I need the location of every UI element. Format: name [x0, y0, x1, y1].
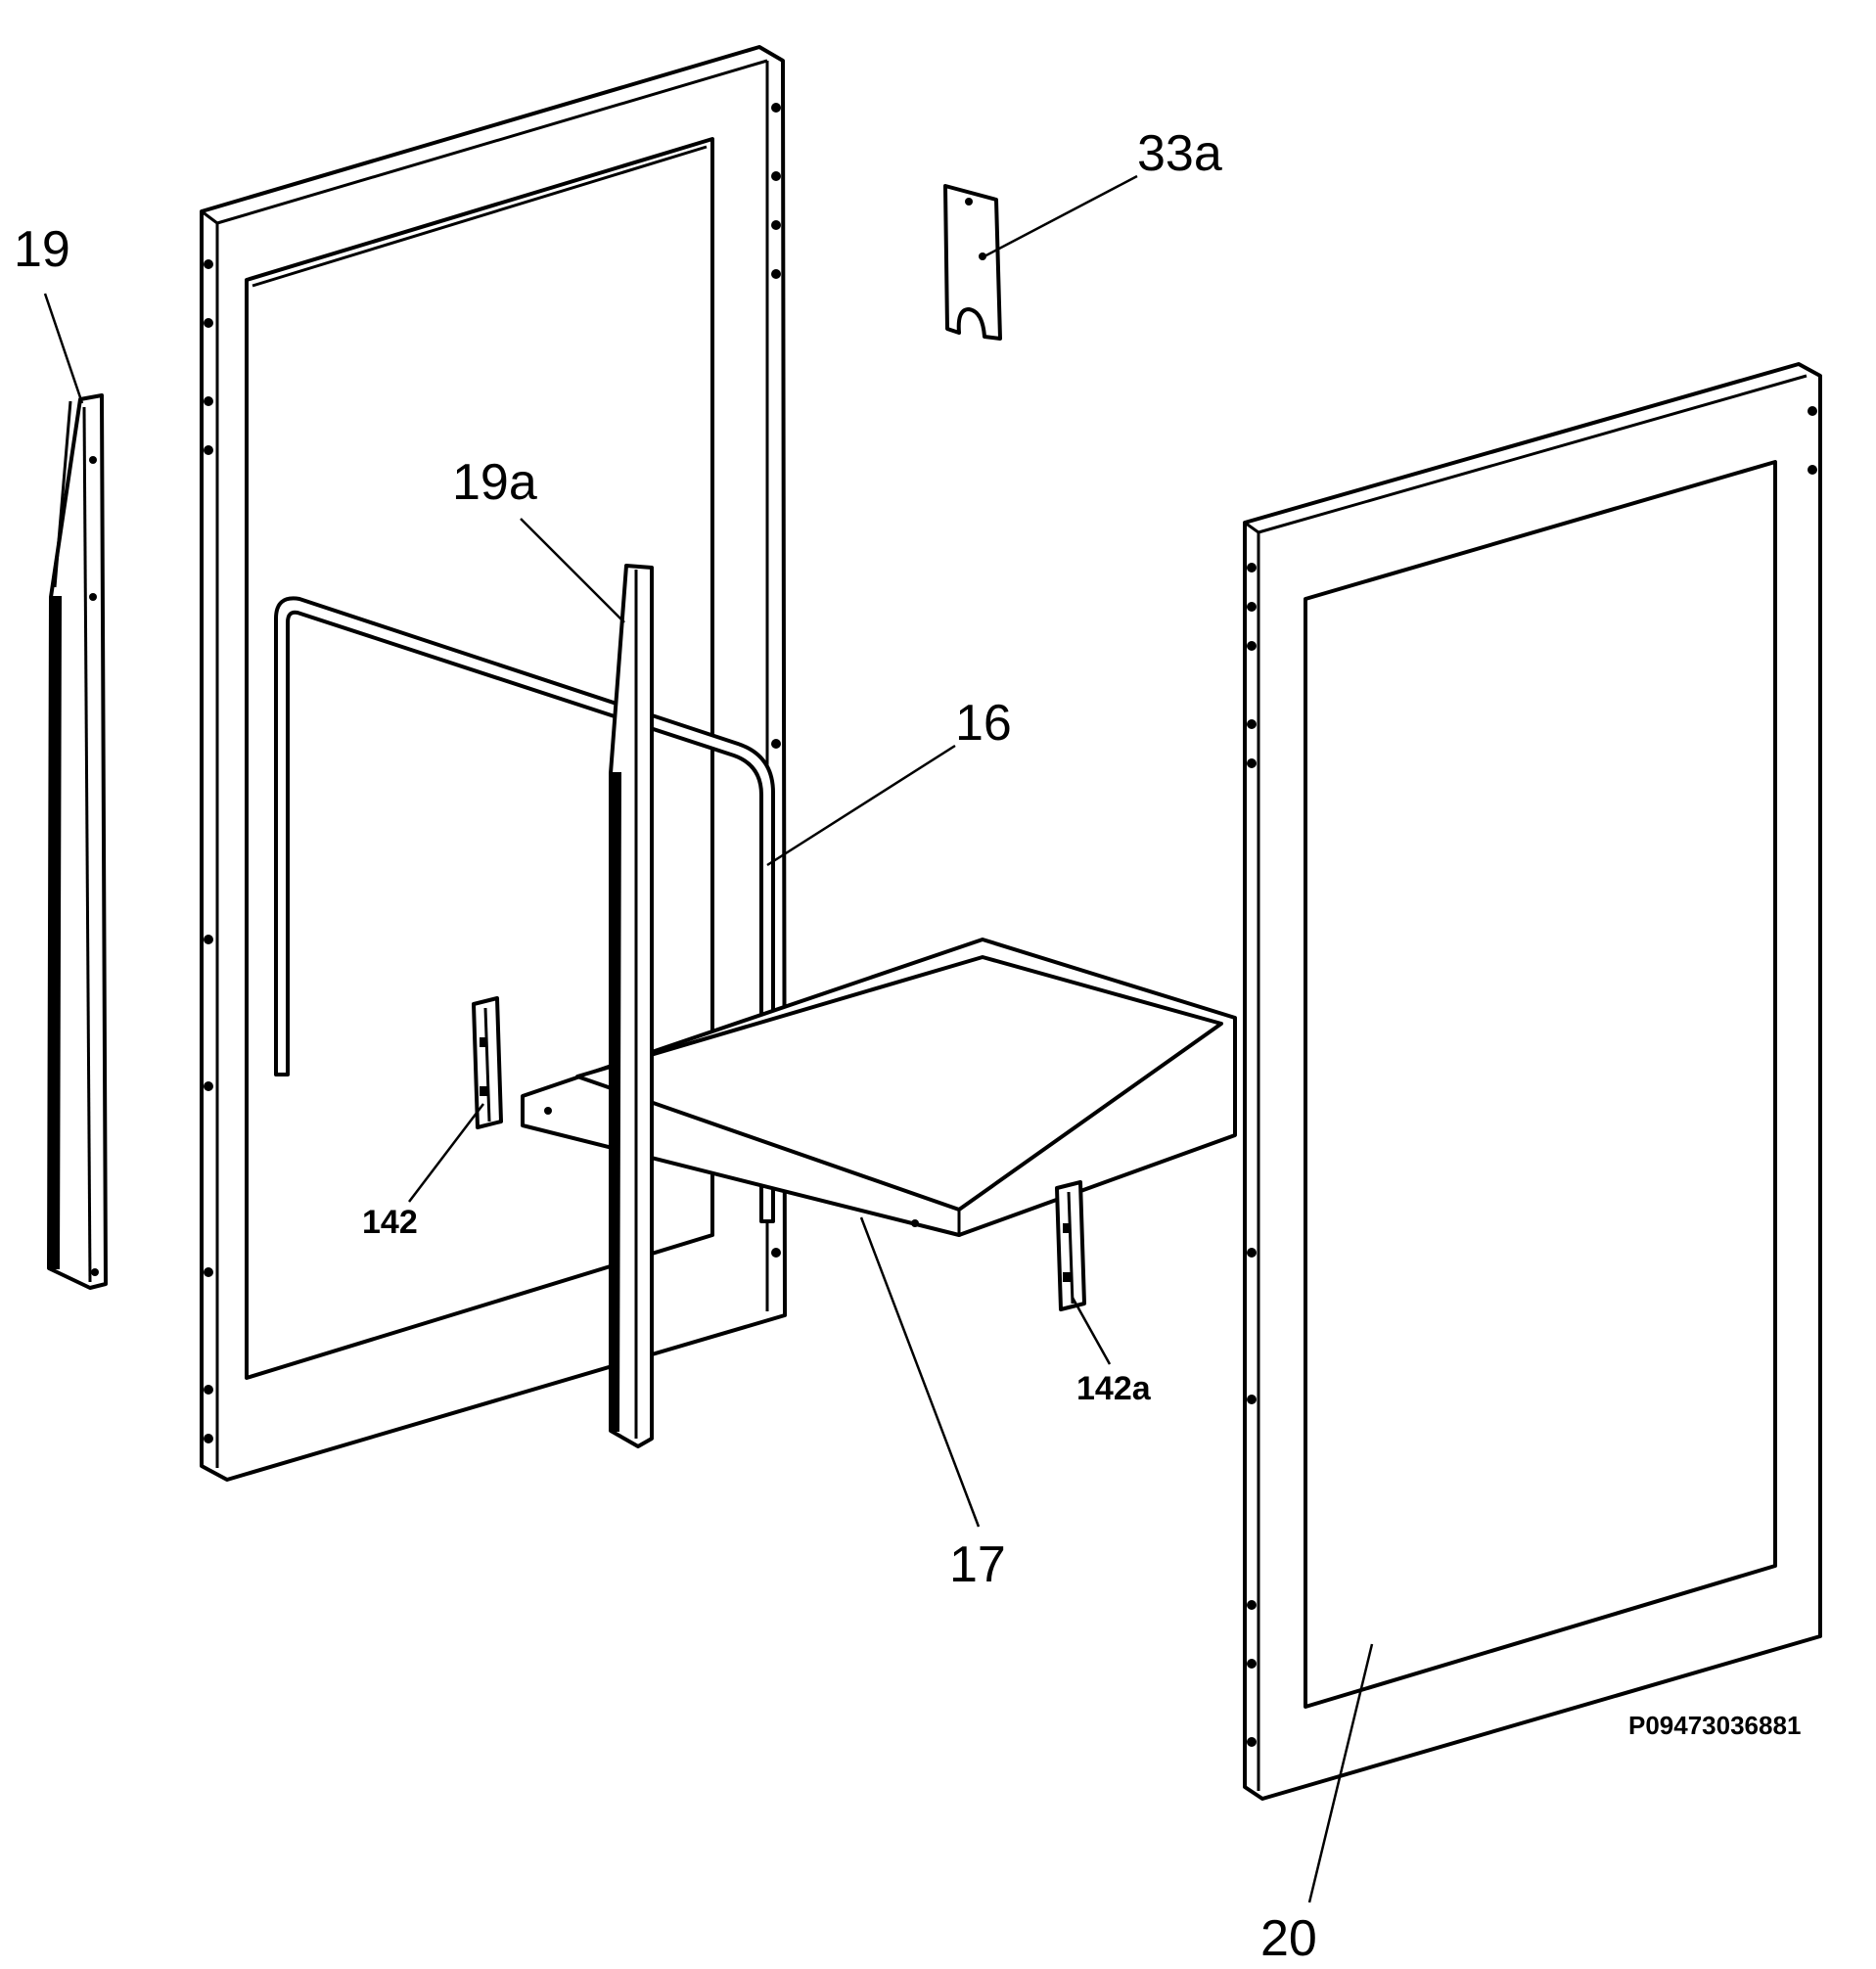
leader-142a	[1071, 1297, 1112, 1365]
leader-33a	[980, 174, 1138, 260]
callout-142a: 142a	[1076, 1370, 1152, 1407]
part-33a-bracket	[943, 184, 1002, 341]
leader-lines	[43, 174, 1374, 1903]
callout-19a: 19a	[452, 454, 537, 511]
part-142a-hinge	[1055, 1180, 1086, 1311]
part-20-front-door-panel	[1243, 362, 1822, 1801]
part-19-side-trim	[47, 393, 108, 1290]
drawing-code: P09473036881	[1628, 1711, 1801, 1740]
part-142-hinge	[472, 996, 503, 1129]
front-panel-holes	[1247, 406, 1817, 1747]
callout-142: 142	[362, 1204, 418, 1241]
leader-16	[766, 744, 956, 867]
callout-33a: 33a	[1137, 125, 1222, 182]
leader-19	[43, 293, 84, 404]
callout-20: 20	[1260, 1910, 1317, 1967]
callout-16: 16	[955, 695, 1012, 752]
part-17-tray	[521, 938, 1237, 1237]
part-19a-trim	[609, 564, 654, 1448]
back-panel-holes	[204, 103, 781, 1443]
callout-17: 17	[949, 1536, 1006, 1593]
leader-142	[408, 1103, 484, 1203]
leader-19a	[520, 518, 625, 623]
callout-19: 19	[14, 221, 70, 278]
leader-17	[859, 1216, 981, 1528]
leader-20	[1307, 1643, 1374, 1903]
part-16-gasket	[274, 596, 775, 1223]
